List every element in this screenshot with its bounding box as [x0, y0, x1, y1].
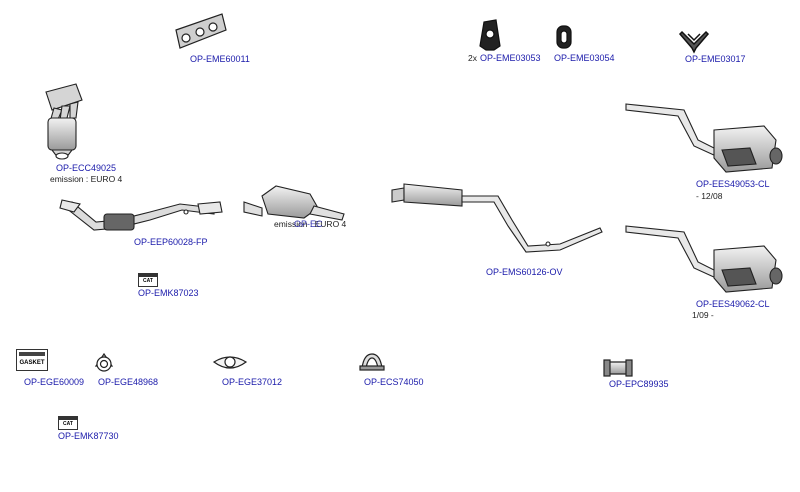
rubber-ring-icon[interactable] — [556, 25, 572, 49]
part-code-ees49053[interactable]: OP-EES49053-CL — [696, 179, 770, 189]
quantity-eme03053: 2x — [468, 53, 477, 63]
gasket-set-icon[interactable]: GASKET — [16, 349, 48, 371]
part-code-ege60009[interactable]: OP-EGE60009 — [24, 377, 85, 387]
fitting-kit-icon[interactable]: CAT — [58, 416, 78, 430]
oval-gasket-icon[interactable] — [212, 356, 248, 369]
part-code-emk87023[interactable]: OP-EMK87023 — [138, 288, 199, 298]
cat-badge: CAT — [143, 278, 153, 284]
pipe-connector-icon[interactable] — [603, 359, 633, 377]
rear-silencer-icon[interactable] — [625, 103, 783, 173]
cat-badge: CAT — [63, 421, 73, 427]
rear-silencer-icon[interactable] — [625, 225, 783, 293]
front-pipe-icon[interactable] — [59, 199, 223, 231]
part-code-eme03053[interactable]: OP-EME03053 — [480, 53, 541, 63]
part-code-ecc49025[interactable]: OP-ECC49025 — [56, 163, 117, 173]
fitting-kit-icon[interactable]: CAT — [138, 273, 158, 287]
middle-silencer-icon[interactable] — [391, 183, 603, 253]
manifold-catalyst-icon[interactable] — [45, 83, 83, 160]
emission-note-ecc49025: emission : EURO 4 — [50, 174, 123, 184]
manifold-gasket-icon[interactable] — [175, 13, 227, 49]
part-code-eme03054[interactable]: OP-EME03054 — [554, 53, 615, 63]
part-code-eme60011[interactable]: OP-EME60011 — [190, 54, 250, 64]
date-note-ees49062: 1/09 - — [692, 310, 714, 320]
bracket-icon[interactable] — [678, 30, 710, 54]
clamp-icon[interactable] — [359, 353, 385, 371]
part-code-eep60028[interactable]: OP-EEP60028-FP — [134, 237, 208, 247]
part-code-ege48968[interactable]: OP-EGE48968 — [98, 377, 159, 387]
part-code-emk87730[interactable]: OP-EMK87730 — [58, 431, 119, 441]
gasket-badge: GASKET — [19, 360, 45, 366]
rubber-hanger-icon[interactable] — [479, 19, 501, 51]
part-code-eme03017[interactable]: OP-EME03017 — [685, 54, 746, 64]
part-code-cat[interactable]: OP-EC — [294, 219, 323, 229]
catalytic-converter-icon[interactable] — [243, 185, 345, 221]
part-code-ege37012[interactable]: OP-EGE37012 — [222, 377, 283, 387]
part-code-ees49062[interactable]: OP-EES49062-CL — [696, 299, 770, 309]
part-code-epc89935[interactable]: OP-EPC89935 — [609, 379, 669, 389]
date-note-ees49053: - 12/08 — [696, 191, 723, 201]
flange-gasket-icon[interactable] — [94, 352, 114, 372]
part-code-ems60126[interactable]: OP-EMS60126-OV — [486, 267, 563, 277]
emission-note-cat: emission : EURO 4 — [274, 219, 347, 229]
part-code-ecs74050[interactable]: OP-ECS74050 — [364, 377, 424, 387]
